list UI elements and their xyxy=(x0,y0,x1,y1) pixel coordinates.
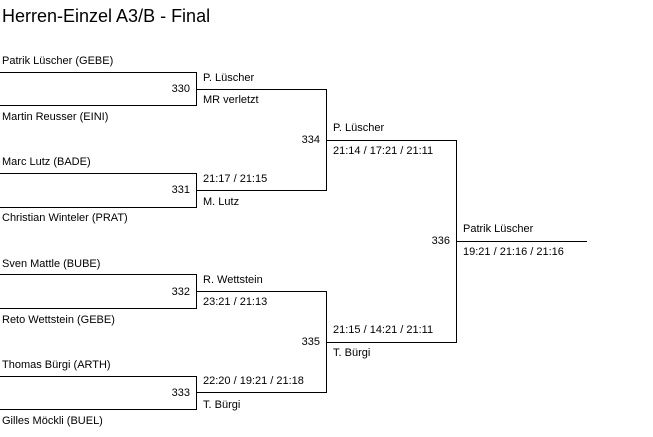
match-number: 334 xyxy=(301,134,320,146)
bracket-line xyxy=(196,376,197,410)
player-name: Thomas Bürgi (ARTH) xyxy=(2,359,111,371)
bracket-line xyxy=(0,173,197,174)
match-number: 335 xyxy=(301,336,320,348)
match-winner: P. Lüscher xyxy=(333,122,385,134)
final-result: 19:21 / 21:16 / 21:16 xyxy=(463,246,564,258)
player-name: Patrik Lüscher (GEBE) xyxy=(2,55,114,67)
bracket-line xyxy=(196,291,327,292)
player-name: Sven Mattle (BUBE) xyxy=(2,258,101,270)
player-name: Martin Reusser (EINI) xyxy=(2,111,109,123)
match-winner: T. Bürgi xyxy=(203,399,241,411)
bracket-line xyxy=(0,72,197,73)
match-number: 332 xyxy=(171,286,190,298)
match-result: 21:14 / 17:21 / 21:11 xyxy=(333,145,434,157)
match-result: 23:21 / 21:13 xyxy=(203,296,268,308)
page-title: Herren-Einzel A3/B - Final xyxy=(2,6,211,26)
match-number: 333 xyxy=(171,387,190,399)
bracket-line xyxy=(196,89,327,90)
bracket-line xyxy=(0,207,197,208)
player-name: Reto Wettstein (GEBE) xyxy=(2,314,115,326)
match-result: 21:15 / 14:21 / 21:11 xyxy=(333,324,434,336)
match-number: 331 xyxy=(171,184,190,196)
bracket-line xyxy=(0,274,197,275)
bracket-line xyxy=(0,409,197,410)
final-winner: Patrik Lüscher xyxy=(463,223,534,235)
bracket-line xyxy=(456,241,587,242)
match-number: 330 xyxy=(171,83,190,95)
match-winner: R. Wettstein xyxy=(203,274,263,286)
bracket-line xyxy=(326,342,457,343)
player-name: Christian Winteler (PRAT) xyxy=(2,212,128,224)
match-winner: M. Lutz xyxy=(203,196,240,208)
match-winner: P. Lüscher xyxy=(203,72,255,84)
bracket-line xyxy=(196,392,327,393)
bracket-line xyxy=(0,376,197,377)
bracket-line xyxy=(0,308,197,309)
match-result: MR verletzt xyxy=(203,94,259,106)
bracket-line xyxy=(196,190,327,191)
bracket-line xyxy=(326,140,457,141)
match-result: 22:20 / 19:21 / 21:18 xyxy=(203,375,304,387)
player-name: Marc Lutz (BADE) xyxy=(2,156,91,168)
match-result: 21:17 / 21:15 xyxy=(203,173,268,185)
player-name: Gilles Möckli (BUEL) xyxy=(2,415,103,427)
match-number: 336 xyxy=(431,235,450,247)
match-winner: T. Bürgi xyxy=(333,347,371,359)
bracket-line xyxy=(0,105,197,106)
